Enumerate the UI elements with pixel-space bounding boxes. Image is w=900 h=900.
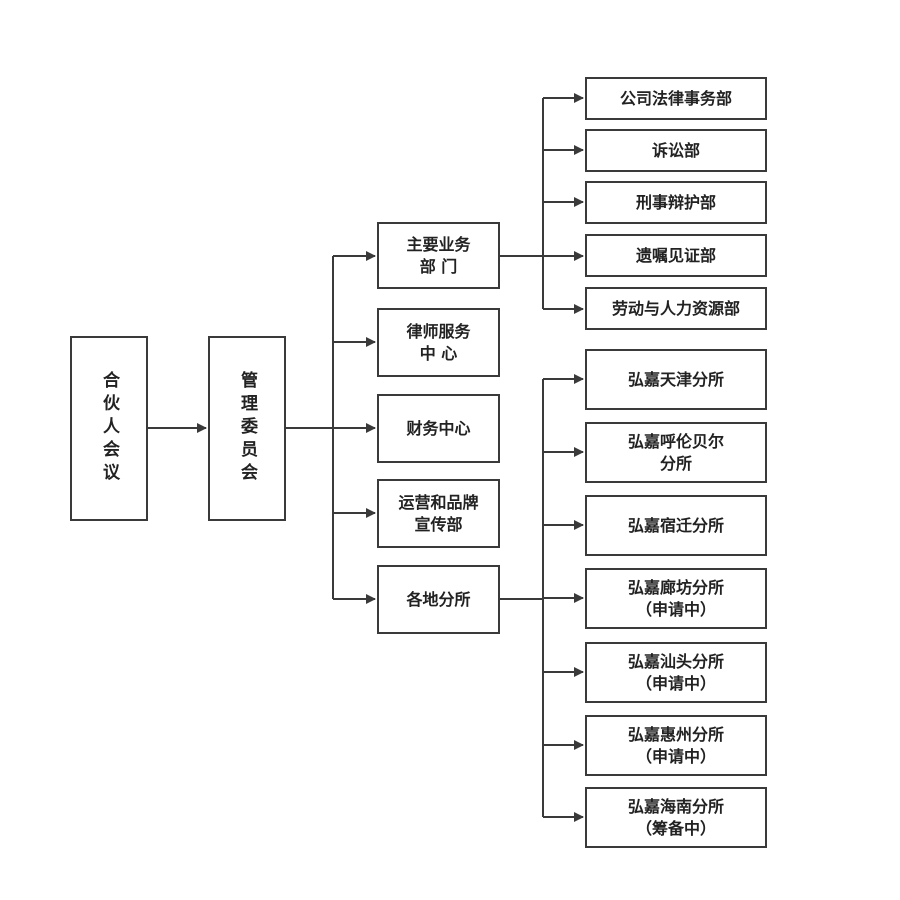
node-label: 合伙人会议 — [99, 371, 119, 486]
node-label: 律师服务 中 心 — [406, 321, 471, 363]
node-label: 遗嘱见证部 — [635, 245, 716, 265]
node-label: 管理委员会 — [237, 371, 257, 486]
node-label: 主要业务 部 门 — [406, 234, 471, 276]
node-corporate-legal-affairs: 公司法律事务部 — [585, 77, 767, 120]
node-label: 弘嘉汕头分所 （申请中） — [627, 651, 724, 693]
node-branches: 各地分所 — [377, 565, 500, 634]
node-label: 财务中心 — [406, 418, 471, 438]
node-management-committee: 管理委员会 — [208, 336, 286, 521]
node-branch-shantou: 弘嘉汕头分所 （申请中） — [585, 642, 767, 703]
node-main-business-department: 主要业务 部 门 — [377, 222, 500, 289]
node-label: 弘嘉呼伦贝尔 分所 — [627, 431, 724, 473]
node-branch-langfang: 弘嘉廊坊分所 （申请中） — [585, 568, 767, 629]
node-label: 弘嘉天津分所 — [627, 369, 724, 389]
node-will-witness: 遗嘱见证部 — [585, 234, 767, 277]
node-criminal-defense: 刑事辩护部 — [585, 181, 767, 224]
node-label: 弘嘉海南分所 （筹备中） — [627, 796, 724, 838]
node-partners-meeting: 合伙人会议 — [70, 336, 148, 521]
node-branch-tianjin: 弘嘉天津分所 — [585, 349, 767, 410]
node-branch-hainan: 弘嘉海南分所 （筹备中） — [585, 787, 767, 848]
node-label: 诉讼部 — [651, 140, 700, 160]
node-label: 弘嘉廊坊分所 （申请中） — [627, 577, 724, 619]
node-label: 弘嘉宿迁分所 — [627, 515, 724, 535]
node-label: 各地分所 — [406, 589, 471, 609]
node-label: 弘嘉惠州分所 （申请中） — [627, 724, 724, 766]
node-label: 劳动与人力资源部 — [611, 298, 740, 318]
node-label: 刑事辩护部 — [635, 192, 716, 212]
node-label: 运营和品牌 宣传部 — [398, 492, 479, 534]
node-lawyer-service-center: 律师服务 中 心 — [377, 308, 500, 377]
node-branch-suqian: 弘嘉宿迁分所 — [585, 495, 767, 556]
node-branch-huizhou: 弘嘉惠州分所 （申请中） — [585, 715, 767, 776]
node-operations-branding: 运营和品牌 宣传部 — [377, 479, 500, 548]
node-litigation: 诉讼部 — [585, 129, 767, 172]
node-labor-hr: 劳动与人力资源部 — [585, 287, 767, 330]
node-finance-center: 财务中心 — [377, 394, 500, 463]
node-branch-hulunbuir: 弘嘉呼伦贝尔 分所 — [585, 422, 767, 483]
node-label: 公司法律事务部 — [619, 88, 732, 108]
